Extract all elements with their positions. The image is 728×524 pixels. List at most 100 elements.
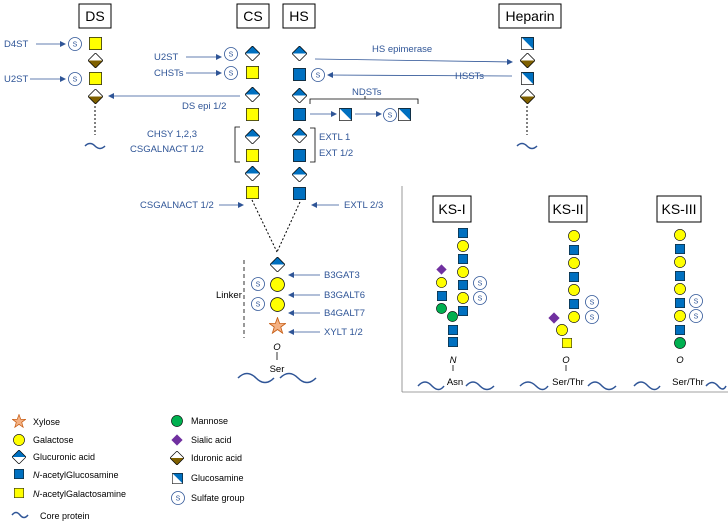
galactose-icon [568,230,580,242]
enzyme-u2st-ds: U2ST [4,74,28,85]
galactose-icon [568,311,580,323]
legend: Xylose Galactose Glucuronic acid N-acety… [11,414,245,521]
glcnac-icon [448,337,458,347]
svg-text:S: S [388,113,393,120]
svg-text:S: S [256,282,261,289]
header-ks2: KS-II [548,195,588,223]
galactose-icon [270,297,285,312]
glcnac-icon [458,306,468,316]
glucuronic-acid-icon [12,450,26,464]
enzyme-chsy: CHSY 1,2,3 [147,129,197,140]
galnac-icon [14,488,24,498]
ser-label: Ser [270,364,285,375]
sialic-acid-icon [171,434,183,446]
core-protein-icon [237,372,275,384]
enzyme-extl1: EXTL 1 [319,132,350,143]
core-protein-icon [633,381,661,391]
glcnac-icon [458,254,468,264]
core-protein-icon [279,372,317,384]
glcnac-icon [675,244,685,254]
galnac-icon [246,186,259,199]
glcnac-icon [675,325,685,335]
iduronic-acid-icon [88,89,103,104]
core-protein-icon [516,142,538,150]
legend-item-sialic: Sialic acid [171,434,232,446]
ks3-structure: S S O Ser/Thr [633,229,727,391]
legend-item-glucosamine: Glucosamine [172,473,244,484]
hs-sulfate: S [311,68,325,82]
header-hs: HS [282,3,316,29]
galactose-icon [457,240,469,252]
svg-text:N-acetylGlucosamine: N-acetylGlucosamine [33,470,119,480]
legend-item-core: Core protein [11,511,90,521]
glcnac-icon [448,325,458,335]
svg-text:Core protein: Core protein [40,511,90,521]
linker-sulfate-1: S [251,277,265,291]
galactose-icon [457,266,469,278]
header-hs-label: HS [289,8,308,24]
core-protein-icon [519,381,549,391]
iduronic-acid-icon [520,53,535,68]
linker-region: Linker S S O Ser B3GAT3 B3GALT6 B4GALT7 … [216,199,365,384]
enzyme-hssts: HSSTs [455,71,484,82]
header-heparin-label: Heparin [505,8,554,24]
enzyme-csgalnact-b: CSGALNACT 1/2 [140,200,214,211]
keratan-sulfate-panel [401,186,728,393]
header-cs-label: CS [243,8,262,24]
mannose-icon [447,311,458,322]
ks2-serthr-label: Ser/Thr [552,377,584,388]
header-ks3-label: KS-III [661,201,696,217]
glcnac-icon [569,299,579,309]
glucuronic-acid-icon [292,88,307,103]
galactose-icon [436,277,447,288]
enzyme-d4st: D4ST [4,39,28,50]
galactose-icon [674,229,686,241]
header-ks1: KS-I [432,195,472,223]
glcnac-icon [675,271,685,281]
ks3-serthr-label: Ser/Thr [672,377,704,388]
glucuronic-acid-icon [245,166,260,181]
svg-text:Galactose: Galactose [33,435,74,445]
asn-label: Asn [447,377,463,388]
glcnac-icon [569,272,579,282]
svg-text:Glucuronic acid: Glucuronic acid [33,452,95,462]
legend-item-iduronic: Iduronic acid [170,451,242,465]
header-cs: CS [236,3,270,29]
legend-item-xylose: Xylose [12,414,60,428]
glucuronic-acid-icon [270,257,285,272]
enzyme-ndsts: NDSTs [352,87,382,98]
core-protein-icon [465,381,495,391]
glcnac-icon [14,469,24,479]
linker-sulfate-2: S [251,297,265,311]
svg-text:S: S [590,300,595,307]
core-protein-icon [11,511,29,519]
enzyme-b3galt6: B3GALT6 [324,290,365,301]
galactose-icon [568,284,580,296]
glucuronic-acid-icon [292,167,307,182]
galnac-icon [246,108,259,121]
glucosamine-icon [398,108,411,121]
glucosamine-icon [521,72,534,85]
header-ds-label: DS [85,8,104,24]
glcnac-icon [293,68,306,81]
iduronic-acid-icon [520,89,535,104]
legend-item-mannose: Mannose [171,415,228,427]
enzyme-csgalnact-a: CSGALNACT 1/2 [130,144,204,155]
svg-text:S: S [316,73,321,80]
header-heparin: Heparin [498,3,562,29]
enzyme-extl23: EXTL 2/3 [344,200,383,211]
sulfate-icon [171,491,185,505]
header-ks2-label: KS-II [552,201,583,217]
cs-chain [245,46,260,199]
svg-text:S: S [73,42,78,49]
svg-text:Sulfate group: Sulfate group [191,493,245,503]
glcnac-icon [569,245,579,255]
ds-sulfate-2: S [68,72,82,86]
cs-sulfate-1: S [224,47,238,61]
legend-item-glcnac: N-acetylGlucosamine [14,469,119,480]
glucosamine-icon [339,108,352,121]
svg-text:S: S [590,315,595,322]
galactose-icon [457,292,469,304]
galactose-icon [674,256,686,268]
glucuronic-acid-icon [245,87,260,102]
